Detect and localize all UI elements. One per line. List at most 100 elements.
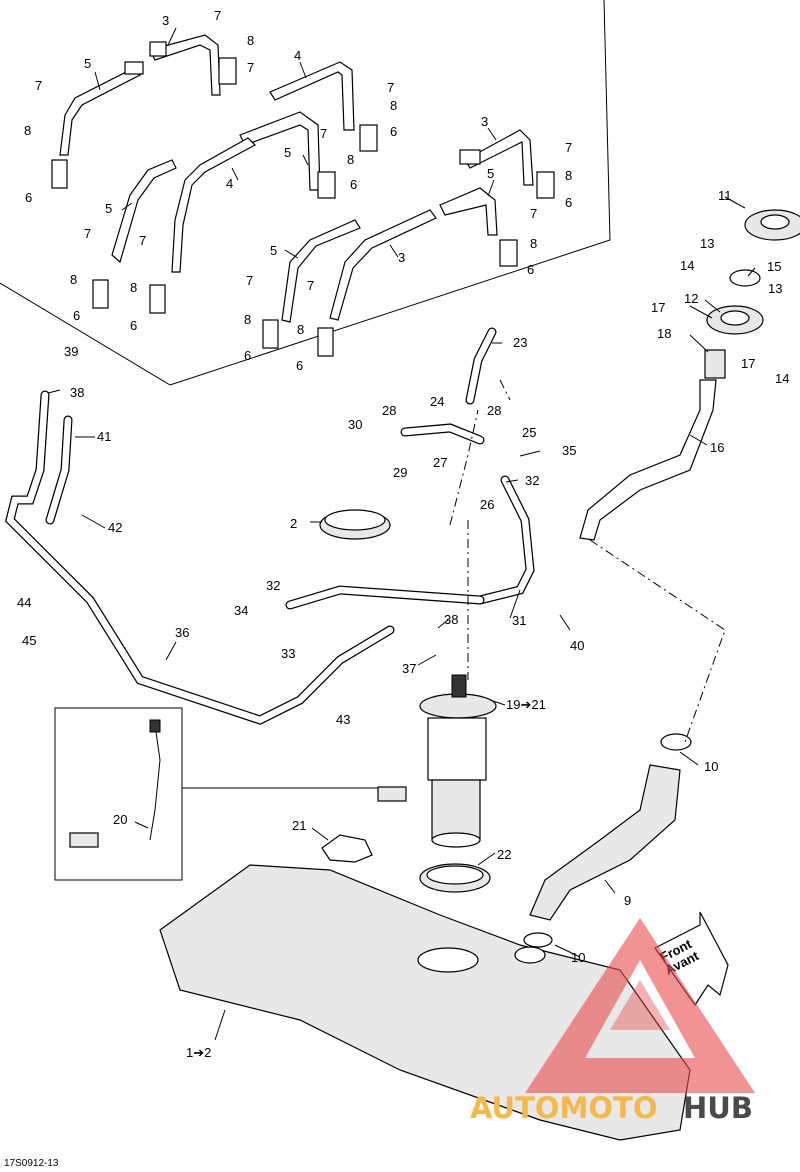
callout-5-b: 5	[284, 145, 291, 160]
callout-6-f: 6	[527, 262, 534, 277]
callout-27: 27	[433, 455, 447, 470]
vent-hoses	[5, 327, 535, 725]
callout-13-b: 13	[768, 281, 782, 296]
callout-33: 33	[281, 646, 295, 661]
callout-6-a: 7	[247, 60, 254, 75]
retaining-plate	[321, 834, 373, 863]
callout-7-i: 7	[246, 273, 253, 288]
callout-7-h: 7	[530, 206, 537, 221]
callout-10-b: 10	[571, 950, 585, 965]
callout-8-d: 8	[347, 152, 354, 167]
callout-14-a: 14	[680, 258, 694, 273]
callout-17-a: 17	[651, 300, 665, 315]
callout-37: 37	[402, 661, 416, 676]
callout-29: 29	[393, 465, 407, 480]
callout-32-a: 32	[525, 473, 539, 488]
callout-6-c: 6	[390, 124, 397, 139]
callout-21: 21	[292, 818, 306, 833]
callout-39: 39	[64, 344, 78, 359]
watermark-text-left: AUTOMOTO	[470, 1091, 657, 1125]
tank-strap-group	[51, 34, 555, 357]
callout-7-j: 7	[307, 278, 314, 293]
callout-24: 24	[430, 394, 444, 409]
callout-1-2: 1➔2	[186, 1045, 211, 1060]
callout-10-a: 10	[704, 759, 718, 774]
callout-25: 25	[522, 425, 536, 440]
bracket-kit-boundary	[0, 0, 611, 386]
clamp-lower	[523, 932, 553, 948]
callout-8-a: 8	[247, 33, 254, 48]
callout-38-a: 38	[70, 385, 84, 400]
callout-13-a: 13	[700, 236, 714, 251]
automotohub-watermark	[525, 918, 755, 1093]
callout-8-e: 8	[565, 168, 572, 183]
callout-36: 36	[175, 625, 189, 640]
callout-45: 45	[22, 633, 36, 648]
callout-8-f: 8	[530, 236, 537, 251]
callout-43: 43	[336, 712, 350, 727]
callout-9: 9	[624, 893, 631, 908]
callout-31: 31	[512, 613, 526, 628]
callout-5-c: 5	[487, 166, 494, 181]
filler-gasket	[729, 269, 761, 287]
callout-8-i: 8	[244, 312, 251, 327]
level-sensor-inset	[54, 707, 183, 881]
callout-12: 12	[684, 291, 698, 306]
filler-pipe	[579, 379, 717, 541]
callout-4-a: 4	[294, 48, 301, 63]
callout-41: 41	[97, 429, 111, 444]
callout-28-b: 28	[487, 403, 501, 418]
filler-tube	[529, 764, 681, 921]
callout-5-d: 5	[105, 201, 112, 216]
callout-3-b: 3	[481, 114, 488, 129]
callout-18: 18	[657, 326, 671, 341]
callout-8-c: 8	[390, 98, 397, 113]
callout-44: 44	[17, 595, 31, 610]
callout-3-c: 3	[398, 250, 405, 265]
callout-8-b: 8	[24, 123, 31, 138]
callout-19-21: 19➔21	[506, 697, 546, 712]
callout-6-h: 6	[130, 318, 137, 333]
clamp-upper	[660, 733, 692, 751]
callout-6-i: 6	[244, 348, 251, 363]
callout-6-j: 6	[296, 358, 303, 373]
callout-42: 42	[108, 520, 122, 535]
callout-38-b: 38	[444, 612, 458, 627]
callout-8-j: 8	[297, 322, 304, 337]
callout-17-b: 17	[741, 356, 755, 371]
callout-4-b: 4	[226, 176, 233, 191]
callout-7-c: 7	[387, 80, 394, 95]
callout-8-g: 8	[70, 272, 77, 287]
callout-28-a: 28	[382, 403, 396, 418]
callout-6-b: 6	[25, 190, 32, 205]
callout-26: 26	[480, 497, 494, 512]
callout-6-d: 6	[350, 177, 357, 192]
callout-40: 40	[570, 638, 584, 653]
callout-11: 11	[718, 188, 732, 203]
callout-5-e: 5	[270, 243, 277, 258]
leader-lines	[47, 27, 756, 1041]
watermark-text-right: HUB	[683, 1091, 753, 1125]
callout-3-a: 3	[162, 13, 169, 28]
filler-pipe-top	[704, 349, 726, 379]
callout-7-f: 7	[84, 226, 91, 241]
callout-23: 23	[513, 335, 527, 350]
callout-5-a: 5	[84, 56, 91, 71]
callout-20: 20	[113, 812, 127, 827]
callout-labels: 3 7 8 7 5 4 7 8 6 7 8 6 3 7 8 6 5 4 7 8 …	[17, 8, 789, 1060]
callout-6-g: 6	[73, 308, 80, 323]
callout-14-b: 14	[775, 371, 789, 386]
filler-assembly	[579, 209, 800, 541]
callout-8-h: 8	[130, 280, 137, 295]
callout-7-a: 7	[214, 8, 221, 23]
callout-7-g: 7	[139, 233, 146, 248]
callout-34: 34	[234, 603, 248, 618]
callout-6-e: 6	[565, 195, 572, 210]
watermark-triangle	[525, 918, 755, 1093]
callout-16: 16	[710, 440, 724, 455]
figure-code: 17S0912-13	[4, 1158, 59, 1169]
callout-7-e: 7	[565, 140, 572, 155]
callout-7-d: 7	[320, 126, 327, 141]
callout-15: 15	[767, 259, 781, 274]
